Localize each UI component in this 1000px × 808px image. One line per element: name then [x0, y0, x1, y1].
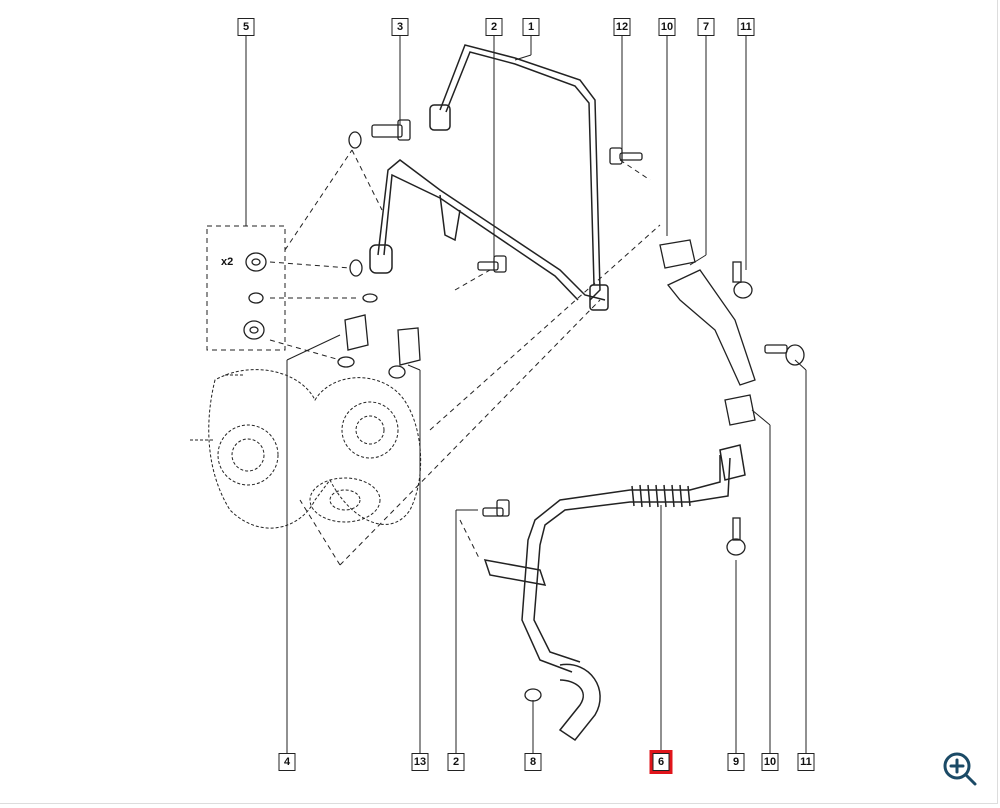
part-label-3[interactable]: 3: [391, 18, 409, 36]
part-label-13[interactable]: 13: [411, 753, 429, 771]
part-label-6-selected[interactable]: 6: [649, 750, 673, 774]
fasteners: [243, 119, 805, 702]
part-label-4[interactable]: 4: [278, 753, 296, 771]
assembly-guides: [206, 149, 661, 566]
part-label-10[interactable]: 10: [658, 18, 676, 36]
part-label-12[interactable]: 12: [613, 18, 631, 36]
part-label-2[interactable]: 2: [485, 18, 503, 36]
part-label-8[interactable]: 8: [524, 753, 542, 771]
part-label-7[interactable]: 7: [697, 18, 715, 36]
part-label-11-bottom[interactable]: 11: [797, 753, 815, 771]
turbocharger-outline: [190, 369, 422, 529]
part-label-10-bottom[interactable]: 10: [761, 753, 779, 771]
zoom-in-icon: [943, 752, 977, 786]
quantity-multiplier: x2: [221, 256, 234, 268]
part-label-1[interactable]: 1: [522, 18, 540, 36]
oil-return-pipe-6: [483, 444, 746, 742]
part-label-5[interactable]: 5: [237, 18, 255, 36]
zoom-in-button[interactable]: [940, 749, 980, 789]
part-label-11[interactable]: 11: [737, 18, 755, 36]
leader-lines: [245, 35, 807, 754]
oil-feed-pipe: [369, 44, 609, 311]
part-label-9[interactable]: 9: [727, 753, 745, 771]
part-label-2-bottom[interactable]: 2: [447, 753, 465, 771]
